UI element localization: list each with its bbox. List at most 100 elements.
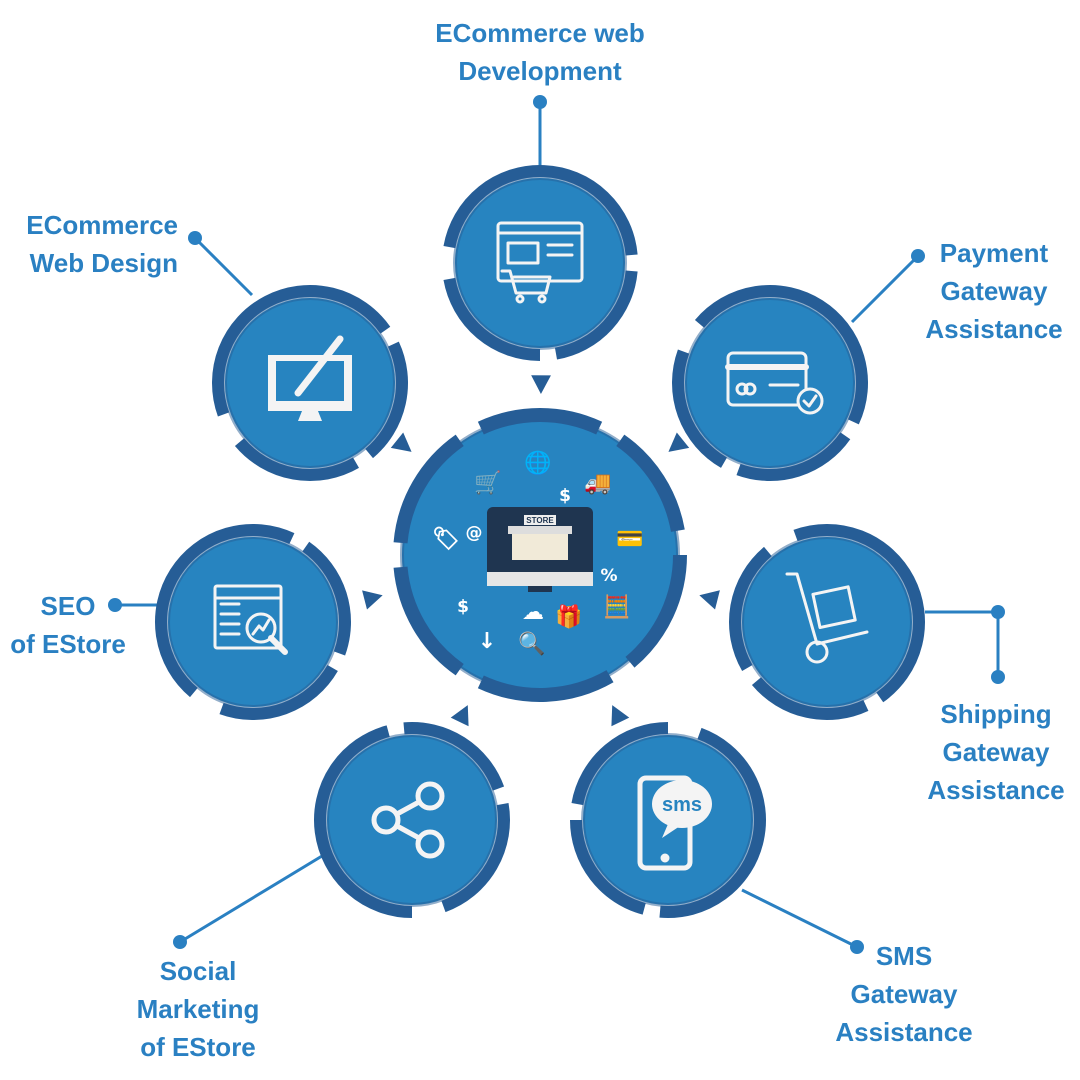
store-monitor-icon: STORE: [487, 507, 593, 592]
social-marketing-connector-dot: [173, 935, 187, 949]
circle-fill: [742, 537, 912, 707]
label-line: Assistance: [927, 775, 1065, 805]
ring-segment: [616, 434, 685, 533]
shipping-gateway-connector-dot: [991, 670, 1005, 684]
ring-segment: [736, 432, 851, 481]
label-line: SMS: [875, 941, 933, 971]
label-line: Shipping: [940, 699, 1052, 729]
seo-circle: [155, 524, 351, 720]
ring-segment: [694, 285, 868, 425]
ring-segment: [672, 349, 728, 468]
label-line: SEO: [40, 591, 96, 621]
magnifier-icon: 🔍: [518, 629, 545, 657]
label-line: Marketing: [136, 994, 260, 1024]
payment-gateway-connector-line: [850, 254, 920, 324]
ring-segment: [729, 546, 772, 671]
phone-sms-icon: sms: [637, 775, 712, 871]
globe-icon: 🌐: [524, 450, 551, 476]
store-sign: STORE: [526, 516, 554, 525]
ring-segment: [403, 722, 505, 791]
label-line: Gateway: [850, 979, 958, 1009]
payment-gateway-connector-dot: [911, 249, 925, 263]
social-marketing-connector-line: [179, 854, 323, 944]
ring-segment: [659, 727, 766, 918]
hand-truck-box-icon: [785, 572, 869, 664]
label-line: Payment: [939, 238, 1049, 268]
web-development-circle: [443, 165, 638, 361]
arrow-icon: [611, 705, 630, 727]
ring-segment: [443, 277, 541, 361]
arrow-icon: [450, 705, 469, 727]
web-development-connector-dot: [533, 95, 547, 109]
label-line: Assistance: [925, 314, 1063, 344]
arrow-icon: [699, 590, 720, 610]
truck-icon: 🚚: [584, 471, 611, 496]
sms-text: sms: [662, 794, 702, 816]
label-line: ECommerce web: [435, 18, 645, 48]
label-line: ECommerce: [26, 210, 178, 240]
seo-label: SEO of EStore: [10, 587, 126, 663]
label-line: Web Design: [29, 248, 178, 278]
circle-fill: [168, 537, 338, 707]
sms-gateway-circle: sms: [570, 722, 766, 918]
web-design-connector-dot: [188, 231, 202, 245]
label-line: Social: [159, 956, 237, 986]
browser-cart-icon: [496, 221, 584, 304]
ring-segment: [554, 270, 638, 360]
cloud-icon: ☁: [522, 600, 544, 625]
circle-fill: [455, 178, 625, 348]
gift-icon: 🎁: [555, 604, 582, 630]
percent-icon: %: [600, 566, 617, 586]
ring-segment: [234, 438, 359, 481]
web-design-circle: [212, 285, 408, 481]
arrow-icon: [390, 432, 412, 452]
payment-gateway-circle: [672, 285, 868, 481]
cart-icon: 🛒: [474, 470, 501, 496]
social-marketing-circle: [314, 722, 510, 918]
shipping-gateway-circle: [729, 524, 925, 720]
label-line: of EStore: [140, 1032, 256, 1062]
ring-segment: [393, 566, 464, 676]
shipping-gateway-connector-dot: [991, 605, 1005, 619]
web-design-connector-line: [193, 236, 254, 297]
ring-segment: [570, 819, 646, 915]
ring-segment: [571, 722, 669, 806]
arrow-icon: [668, 432, 690, 452]
ring-segment: [314, 725, 413, 918]
ring-segment: [751, 677, 869, 720]
ring-segment: [443, 165, 638, 256]
download-icon: ↓: [478, 629, 496, 654]
seo-connector-dot: [108, 598, 122, 612]
ring-segment: [219, 664, 338, 720]
ring-segment: [393, 434, 464, 544]
share-icon: [371, 781, 445, 859]
center-store-circle: STORE🛒🌐🚚$@💳%🏷$☁🎁🧮↓🔍: [393, 408, 687, 702]
ring-segment: [625, 554, 687, 668]
shipping-gateway-connector-line: [925, 610, 1000, 677]
monitor-brush-icon: [268, 335, 352, 421]
label-line: Gateway: [942, 737, 1050, 767]
circle-fill: [327, 735, 497, 905]
arrow-icon: [531, 375, 551, 394]
at-icon: @: [466, 523, 483, 543]
credit-card-check-icon: [725, 351, 824, 415]
coin-icon: $: [457, 597, 469, 617]
arrow-icon: [362, 590, 383, 610]
label-line: of EStore: [10, 629, 126, 659]
price-tag-icon: 🏷: [432, 526, 460, 552]
ring-segment: [212, 285, 391, 417]
ring-segment: [441, 802, 510, 913]
ring-segment: [155, 524, 295, 698]
ring-segment: [477, 408, 603, 435]
credit-card-icon: 💳: [616, 527, 643, 552]
circle-fill: [685, 298, 855, 468]
ring-segment: [793, 524, 925, 703]
seo-chart-magnifier-icon: [213, 584, 288, 655]
label-line: Assistance: [835, 1017, 973, 1047]
